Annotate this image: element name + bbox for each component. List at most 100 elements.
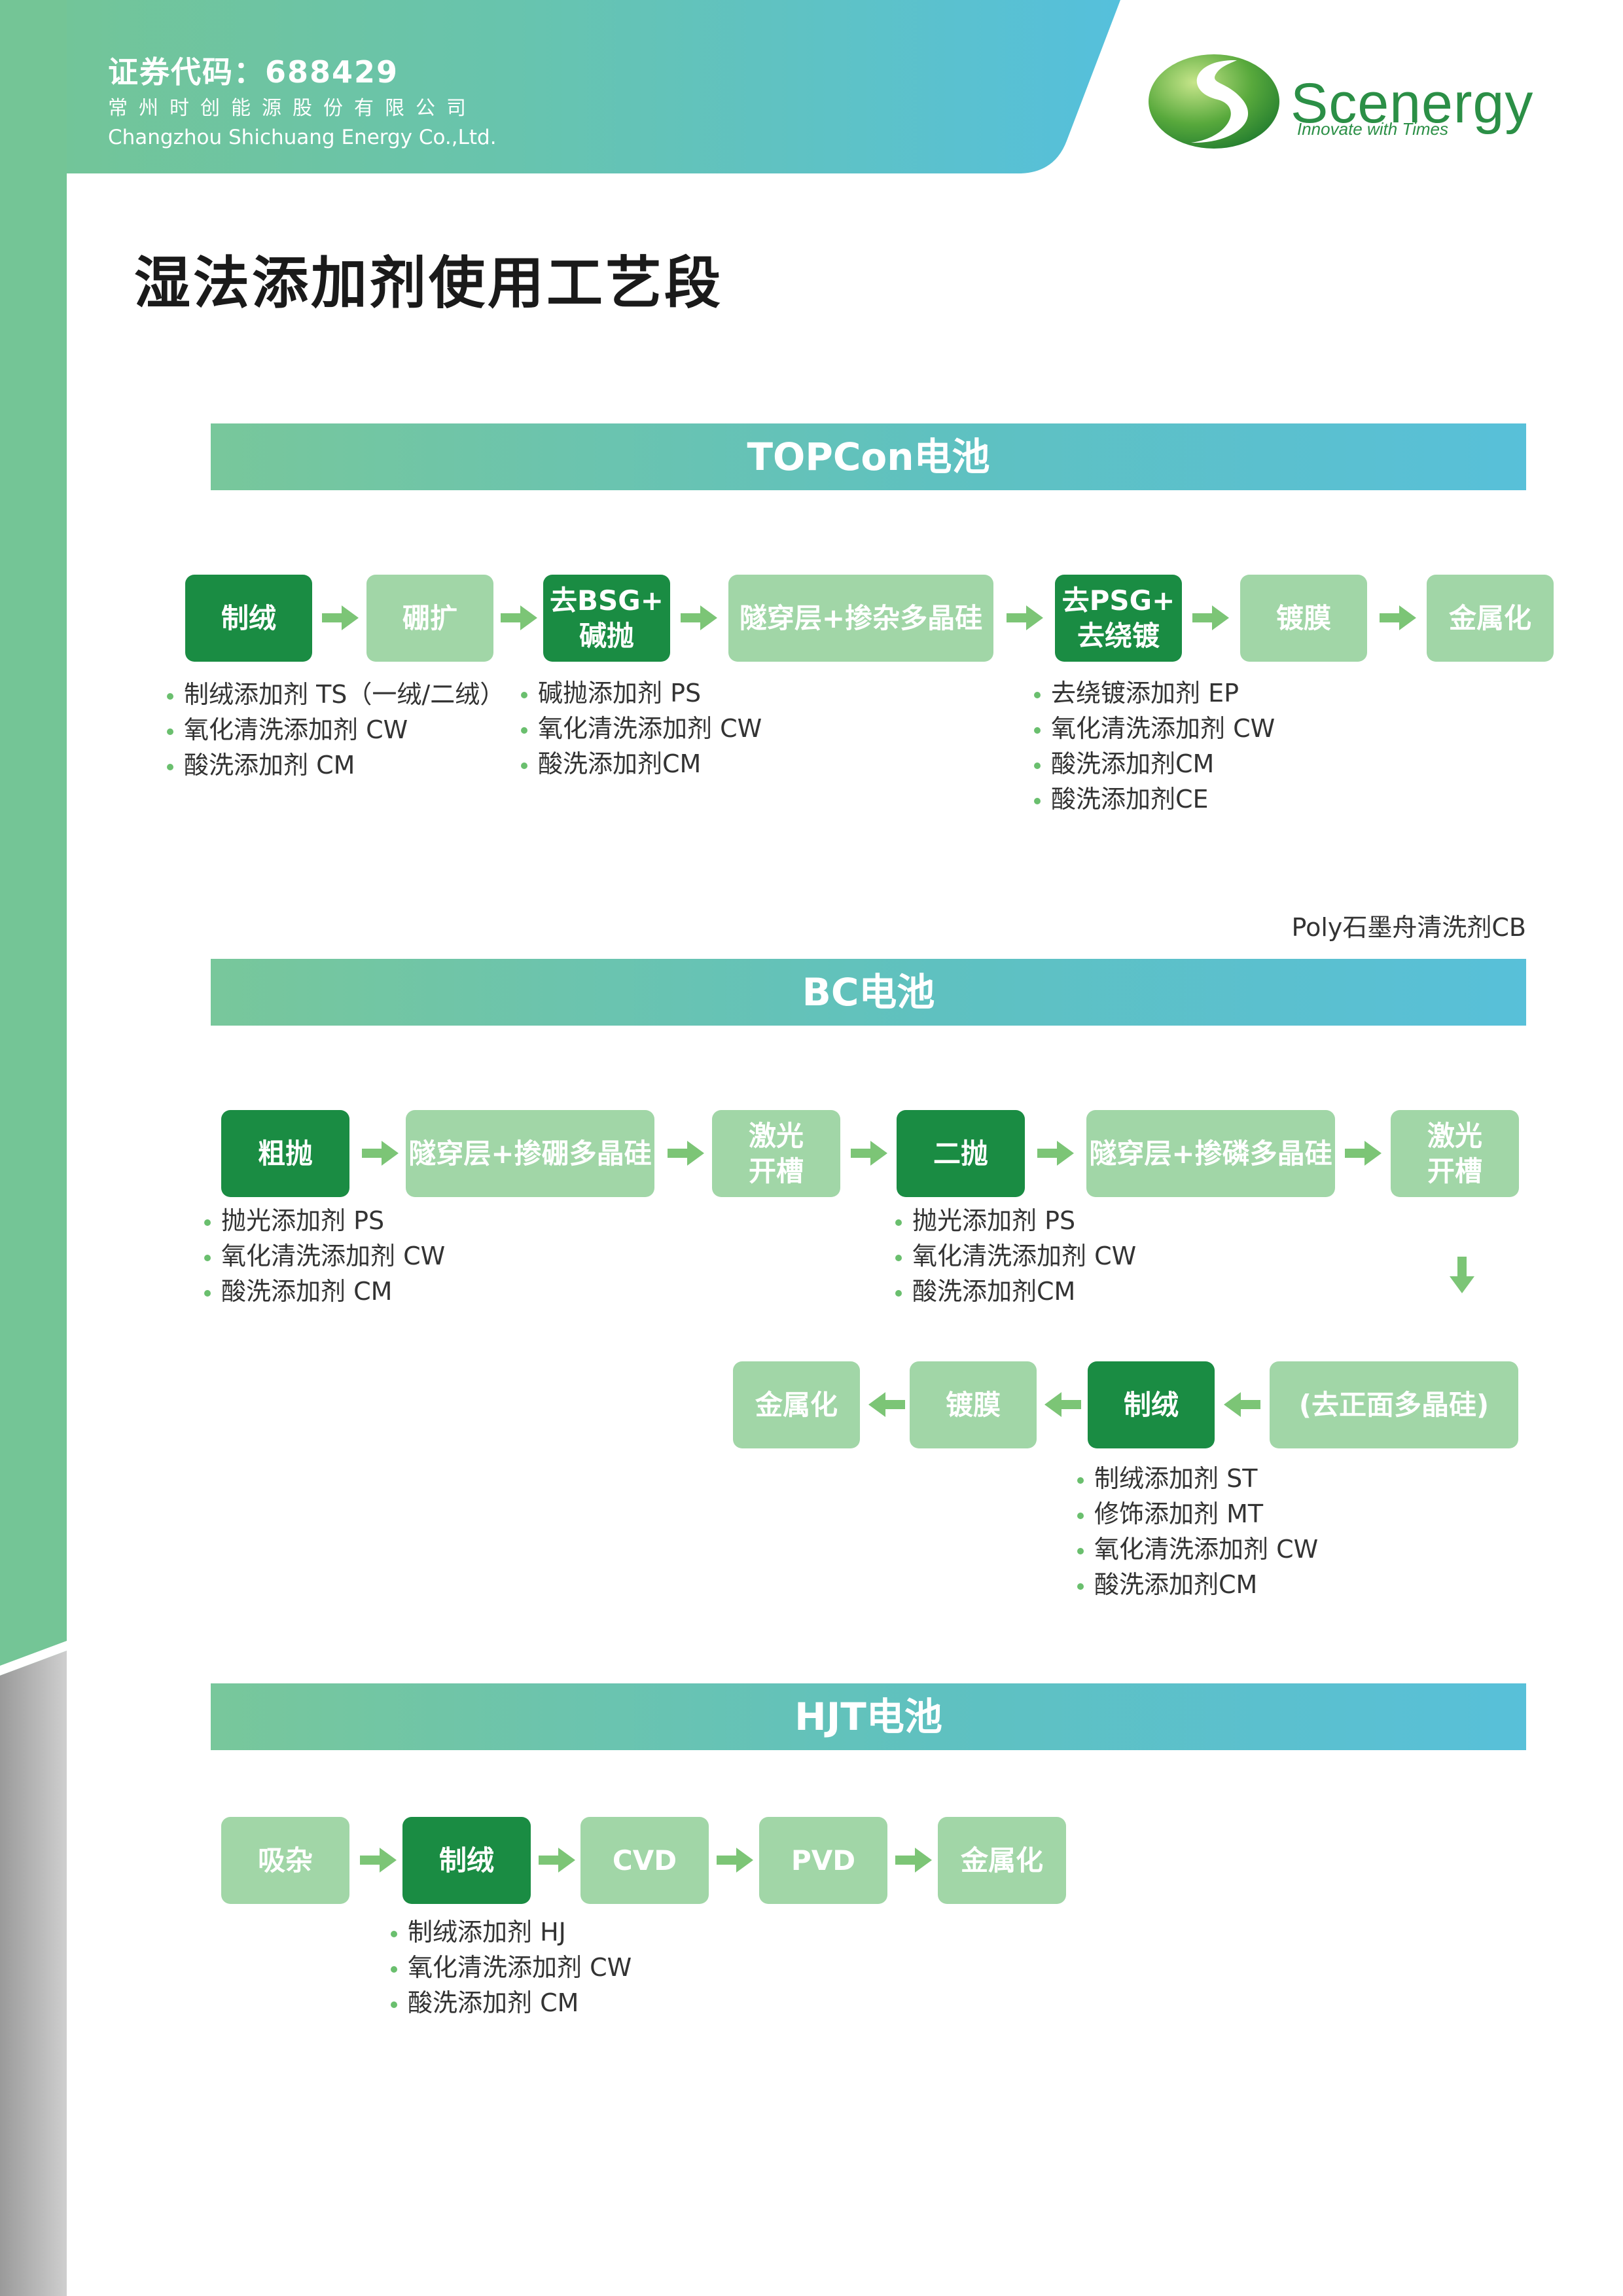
arrow-left-icon (868, 1392, 905, 1417)
step-label: 隧穿层+掺杂多晶硅 (739, 601, 983, 634)
step-label: 粗抛 (257, 1137, 313, 1170)
hjt-step-gettering: 吸杂 (221, 1817, 349, 1904)
list-item: 氧化清洗添加剂 CW (167, 712, 505, 747)
step-label: PVD (791, 1844, 856, 1876)
list-item: 酸洗添加剂 CM (204, 1274, 445, 1309)
bc-step-front-poly-removal: (去正面多晶硅) (1270, 1361, 1518, 1448)
topcon-notes-texturing: 制绒添加剂 TS（一绒/二绒） 氧化清洗添加剂 CW 酸洗添加剂 CM (167, 677, 505, 783)
step-label: 去BSG+ 碱抛 (550, 584, 664, 652)
bc-step-metallization: 金属化 (733, 1361, 860, 1448)
list-item: 碱抛添加剂 PS (521, 675, 762, 711)
bc-banner: BC电池 (211, 959, 1526, 1026)
list-item: 修饰添加剂 MT (1077, 1496, 1318, 1532)
arrow-right-icon (362, 1141, 399, 1166)
arrow-right-icon (681, 605, 717, 630)
list-item: 氧化清洗添加剂 CW (895, 1238, 1136, 1274)
topcon-step-texturing: 制绒 (185, 575, 312, 662)
step-label: 金属化 (1448, 601, 1531, 634)
list-item: 抛光添加剂 PS (895, 1203, 1136, 1238)
step-label: 去PSG+ 去绕镀 (1061, 584, 1175, 652)
step-label: CVD (612, 1844, 677, 1876)
topcon-step-bsg-removal: 去BSG+ 碱抛 (543, 575, 670, 662)
arrow-down-icon (1450, 1257, 1474, 1293)
side-band (0, 0, 67, 2296)
arrow-right-icon (360, 1848, 397, 1873)
logo-name: Scenergy (1291, 72, 1534, 135)
list-item: 酸洗添加剂 CM (167, 747, 505, 783)
list-item: 氧化清洗添加剂 CW (204, 1238, 445, 1274)
list-item: 氧化清洗添加剂 CW (1077, 1532, 1318, 1567)
topcon-step-coating: 镀膜 (1240, 575, 1367, 662)
hjt-banner: HJT电池 (211, 1683, 1526, 1750)
step-label: 镀膜 (1275, 601, 1331, 634)
list-item: 氧化清洗添加剂 CW (391, 1950, 632, 1985)
arrow-right-icon (668, 1141, 704, 1166)
arrow-right-icon (1037, 1141, 1074, 1166)
topcon-step-boron-diffusion: 硼扩 (366, 575, 493, 662)
step-label: 制绒 (438, 1844, 494, 1876)
bc-step-laser-groove-2: 激光 开槽 (1391, 1110, 1519, 1197)
arrow-right-icon (851, 1141, 887, 1166)
arrow-right-icon (539, 1848, 575, 1873)
step-label: 吸杂 (257, 1844, 313, 1876)
company-name-en: Changzhou Shichuang Energy Co.,Ltd. (108, 126, 497, 149)
step-label: 二抛 (933, 1137, 988, 1170)
arrow-right-icon (895, 1848, 932, 1873)
hjt-step-texturing: 制绒 (402, 1817, 531, 1904)
list-item: 酸洗添加剂CM (1034, 746, 1275, 781)
step-label: 制绒 (1123, 1388, 1179, 1421)
step-label: 制绒 (221, 601, 276, 634)
bc-step-texturing: 制绒 (1088, 1361, 1215, 1448)
hjt-step-cvd: CVD (580, 1817, 709, 1904)
list-item: 氧化清洗添加剂 CW (521, 711, 762, 746)
stock-code: 证券代码：688429 (108, 54, 399, 90)
company-name-cn: 常州时创能源股份有限公司 (108, 97, 477, 120)
content-panel (67, 173, 1623, 2296)
page-title: 湿法添加剂使用工艺段 (134, 251, 723, 316)
topcon-step-psg-removal: 去PSG+ 去绕镀 (1055, 575, 1182, 662)
list-item: 制绒添加剂 HJ (391, 1914, 632, 1950)
arrow-right-icon (1380, 605, 1416, 630)
arrow-left-icon (1224, 1392, 1260, 1417)
arrow-right-icon (1192, 605, 1229, 630)
hjt-step-pvd: PVD (759, 1817, 887, 1904)
list-item: 抛光添加剂 PS (204, 1203, 445, 1238)
bc-notes-rough-polish: 抛光添加剂 PS 氧化清洗添加剂 CW 酸洗添加剂 CM (204, 1203, 445, 1309)
topcon-banner: TOPCon电池 (211, 423, 1526, 490)
topcon-step-tunnel-poly: 隧穿层+掺杂多晶硅 (728, 575, 993, 662)
bc-step-rough-polish: 粗抛 (221, 1110, 349, 1197)
step-label: 激光 开槽 (748, 1119, 804, 1187)
poly-boat-cleaner-note: Poly石墨舟清洗剂CB (1291, 913, 1526, 942)
bc-step-coating: 镀膜 (910, 1361, 1037, 1448)
logo-tagline: Innovate with Times (1297, 119, 1448, 139)
arrow-left-icon (1044, 1392, 1081, 1417)
arrow-right-icon (322, 605, 359, 630)
list-item: 酸洗添加剂 CM (391, 1985, 632, 2020)
list-item: 酸洗添加剂CM (521, 746, 762, 781)
topcon-notes-bsg: 碱抛添加剂 PS 氧化清洗添加剂 CW 酸洗添加剂CM (521, 675, 762, 781)
bc-step-laser-groove-1: 激光 开槽 (712, 1110, 840, 1197)
step-label: 金属化 (755, 1388, 838, 1421)
step-label: 硼扩 (402, 601, 457, 634)
step-label: 激光 开槽 (1427, 1119, 1482, 1187)
step-label: 镀膜 (945, 1388, 1001, 1421)
list-item: 酸洗添加剂CM (895, 1274, 1136, 1309)
header-band (0, 0, 1120, 173)
scenergy-logo: Scenergy Innovate with Times (1145, 46, 1533, 157)
bc-notes-second-polish: 抛光添加剂 PS 氧化清洗添加剂 CW 酸洗添加剂CM (895, 1203, 1136, 1309)
bc-step-second-polish: 二抛 (897, 1110, 1025, 1197)
list-item: 制绒添加剂 TS（一绒/二绒） (167, 677, 505, 712)
hjt-notes-texturing: 制绒添加剂 HJ 氧化清洗添加剂 CW 酸洗添加剂 CM (391, 1914, 632, 2020)
list-item: 酸洗添加剂CE (1034, 781, 1275, 817)
list-item: 制绒添加剂 ST (1077, 1461, 1318, 1496)
list-item: 去绕镀添加剂 EP (1034, 675, 1275, 711)
topcon-step-metallization: 金属化 (1427, 575, 1554, 662)
step-label: 金属化 (960, 1844, 1043, 1876)
arrow-right-icon (501, 605, 537, 630)
arrow-right-icon (1345, 1141, 1382, 1166)
company-info: 证券代码：688429 常州时创能源股份有限公司 Changzhou Shich… (108, 54, 497, 152)
step-label: (去正面多晶硅) (1298, 1388, 1489, 1421)
arrow-right-icon (717, 1848, 753, 1873)
list-item: 酸洗添加剂CM (1077, 1567, 1318, 1602)
topcon-notes-psg: 去绕镀添加剂 EP 氧化清洗添加剂 CW 酸洗添加剂CM 酸洗添加剂CE (1034, 675, 1275, 817)
